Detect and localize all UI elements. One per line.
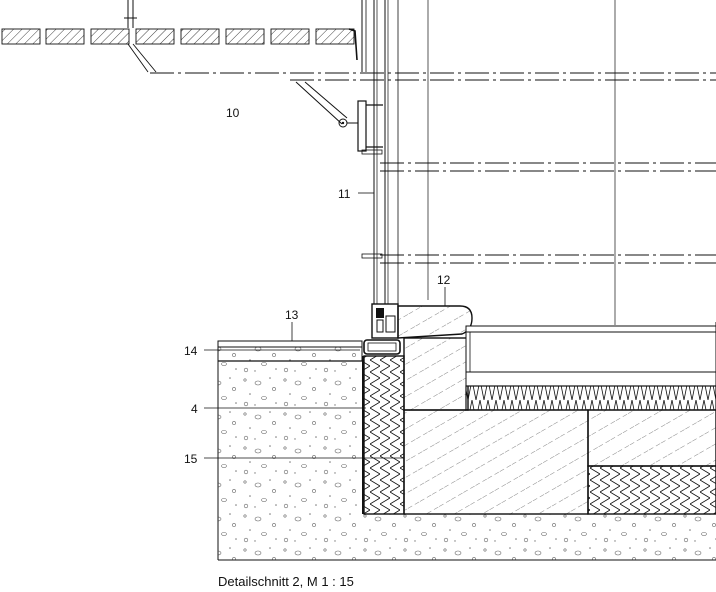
label-15: 15: [184, 452, 198, 466]
sunshade-louvres: [1, 0, 358, 73]
floor-buildup: [465, 322, 716, 514]
label-14: 14: [184, 344, 198, 358]
perimeter-insulation: [363, 355, 405, 515]
label-12: 12: [437, 273, 451, 287]
window-frame-detail: [363, 303, 401, 355]
axis-lines: [150, 72, 716, 264]
timber-sill: [397, 305, 473, 339]
label-13: 13: [285, 308, 299, 322]
label-10: 10: [226, 106, 240, 120]
leader-lines: [204, 192, 446, 459]
waterproofing-layer: [362, 356, 364, 514]
concrete-foundation: [403, 337, 716, 515]
label-4: 4: [191, 402, 198, 416]
glass-facade: [295, 0, 616, 325]
terrace-paving: [217, 340, 363, 362]
ground-fill-bottom: [362, 514, 716, 560]
ground-fill-left: [218, 361, 362, 560]
label-11: 11: [338, 187, 351, 201]
drawing-caption: Detailschnitt 2, M 1 : 15: [218, 574, 354, 589]
